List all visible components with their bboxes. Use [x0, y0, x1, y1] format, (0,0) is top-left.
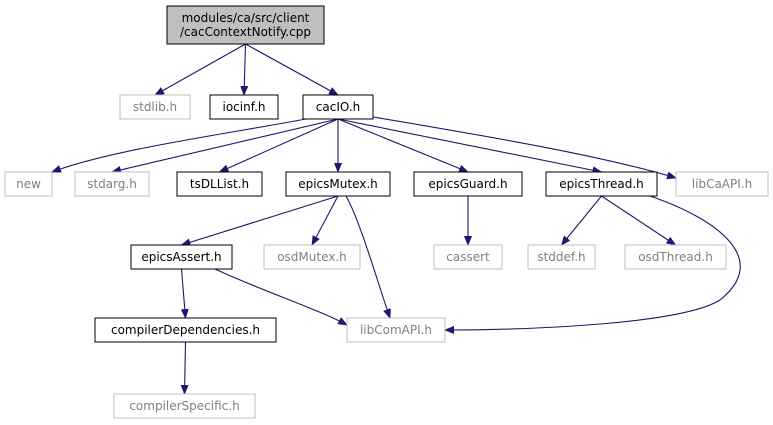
- node-cacIO[interactable]: cacIO.h: [302, 94, 374, 120]
- node-compilerSpecific-box: [113, 393, 256, 419]
- node-stdlib[interactable]: stdlib.h: [119, 94, 191, 120]
- edge-epicsMutex-to-osdMutex: [311, 195, 339, 246]
- node-root[interactable]: modules/ca/src/client/cacContextNotify.c…: [166, 5, 325, 45]
- node-cassert-box: [433, 244, 503, 270]
- node-cacIO-box: [302, 94, 374, 120]
- edge-cacIO-to-epicsGuard: [337, 118, 469, 173]
- edge-compilerDependencies-to-compilerSpecific: [180, 341, 189, 395]
- node-new-box: [4, 171, 53, 197]
- node-libCaAPI[interactable]: libCaAPI.h: [675, 171, 769, 197]
- node-iocinf[interactable]: iocinf.h: [209, 94, 279, 120]
- node-stdarg-box: [74, 171, 150, 197]
- node-tsDLList[interactable]: tsDLList.h: [176, 171, 263, 197]
- node-root-label: /cacContextNotify.cpp: [180, 25, 311, 39]
- node-libComAPI-box: [346, 317, 446, 343]
- edge-cacIO-to-libCaAPI: [372, 116, 677, 180]
- node-epicsGuard-label: epicsGuard.h: [428, 177, 507, 191]
- nodes-layer: modules/ca/src/client/cacContextNotify.c…: [4, 5, 769, 419]
- edge-epicsMutex-to-epicsAssert: [180, 195, 339, 247]
- node-new[interactable]: new: [4, 171, 53, 197]
- edge-root-to-cacIO: [245, 43, 339, 96]
- node-epicsMutex[interactable]: epicsMutex.h: [285, 171, 391, 197]
- node-osdMutex[interactable]: osdMutex.h: [263, 244, 361, 270]
- node-stdarg[interactable]: stdarg.h: [74, 171, 150, 197]
- node-osdThread[interactable]: osdThread.h: [624, 244, 727, 270]
- node-libCaAPI-label: libCaAPI.h: [692, 177, 752, 191]
- node-iocinf-box: [209, 94, 279, 120]
- node-epicsMutex-label: epicsMutex.h: [298, 177, 378, 191]
- node-compilerDependencies-label: compilerDependencies.h: [111, 323, 260, 337]
- node-tsDLList-label: tsDLList.h: [190, 177, 249, 191]
- node-root-box: [166, 5, 325, 45]
- node-new-label: new: [16, 177, 41, 191]
- node-epicsMutex-box: [285, 171, 391, 197]
- node-tsDLList-box: [176, 171, 263, 197]
- edge-root-to-iocinf: [240, 43, 249, 96]
- node-epicsAssert[interactable]: epicsAssert.h: [130, 244, 233, 270]
- edge-cacIO-to-tsDLList: [218, 118, 339, 173]
- node-osdThread-label: osdThread.h: [638, 250, 713, 264]
- edge-epicsMutex-to-libComAPI: [345, 195, 391, 319]
- node-epicsGuard[interactable]: epicsGuard.h: [413, 171, 523, 197]
- node-iocinf-label: iocinf.h: [223, 100, 266, 114]
- edges-layer: [51, 43, 741, 395]
- edge-epicsThread-to-osdThread: [601, 195, 677, 246]
- node-osdThread-box: [624, 244, 727, 270]
- node-compilerDependencies[interactable]: compilerDependencies.h: [94, 317, 277, 343]
- node-stddef-box: [527, 244, 596, 270]
- edge-cacIO-to-epicsThread: [337, 118, 603, 175]
- node-epicsAssert-label: epicsAssert.h: [141, 250, 221, 264]
- edge-root-to-stdlib: [154, 43, 246, 96]
- node-cassert[interactable]: cassert: [433, 244, 503, 270]
- node-stddef[interactable]: stddef.h: [527, 244, 596, 270]
- node-libComAPI[interactable]: libComAPI.h: [346, 317, 446, 343]
- node-epicsGuard-box: [413, 171, 523, 197]
- node-epicsThread-label: epicsThread.h: [559, 177, 644, 191]
- node-libCaAPI-box: [675, 171, 769, 197]
- edge-epicsAssert-to-compilerDependencies: [180, 268, 189, 319]
- node-stdlib-label: stdlib.h: [133, 100, 177, 114]
- node-epicsThread[interactable]: epicsThread.h: [545, 171, 658, 197]
- node-cassert-label: cassert: [446, 250, 490, 264]
- node-compilerSpecific-label: compilerSpecific.h: [129, 399, 239, 413]
- node-epicsAssert-box: [130, 244, 233, 270]
- edge-epicsThread-to-libComAPI: [444, 195, 741, 334]
- node-stdlib-box: [119, 94, 191, 120]
- edge-epicsThread-to-stddef: [560, 195, 602, 246]
- node-stddef-label: stddef.h: [537, 250, 585, 264]
- node-libComAPI-label: libComAPI.h: [360, 323, 432, 337]
- node-osdMutex-box: [263, 244, 361, 270]
- node-compilerSpecific[interactable]: compilerSpecific.h: [113, 393, 256, 419]
- node-cacIO-label: cacIO.h: [316, 100, 360, 114]
- node-osdMutex-label: osdMutex.h: [277, 250, 347, 264]
- node-epicsThread-box: [545, 171, 658, 197]
- node-stdarg-label: stdarg.h: [87, 177, 137, 191]
- edge-cacIO-to-new: [51, 118, 307, 173]
- edge-epicsAssert-to-libComAPI: [214, 268, 348, 326]
- node-compilerDependencies-box: [94, 317, 277, 343]
- edge-cacIO-to-stdarg: [111, 118, 339, 174]
- node-root-label: modules/ca/src/client: [182, 11, 310, 25]
